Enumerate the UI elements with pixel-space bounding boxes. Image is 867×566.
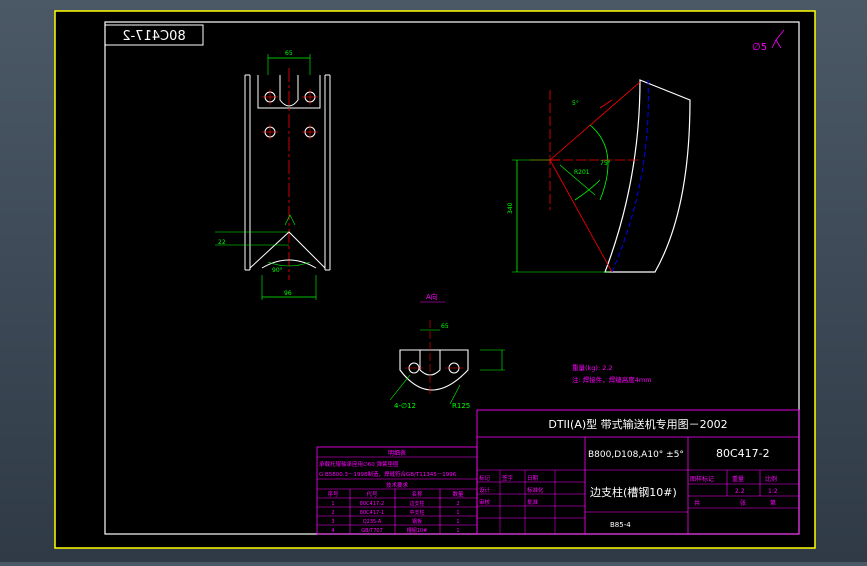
table-cell: 1 bbox=[456, 528, 459, 534]
mirrored-code: 80C417-2 bbox=[122, 29, 185, 44]
tb-sheet: 共 bbox=[694, 499, 700, 507]
table-cell: 1 bbox=[331, 501, 334, 507]
table-cell: 2 bbox=[331, 510, 334, 516]
table-cell: Q235-A bbox=[363, 519, 382, 525]
svg-text:340: 340 bbox=[507, 202, 514, 214]
view-label: A向 bbox=[426, 292, 438, 301]
table-cell: GB/T707 bbox=[361, 528, 383, 534]
side-view: 340 R201 75° 5° bbox=[507, 79, 691, 273]
table-rows: 1 80C417-2 边支柱 2 2 80C417-1 中支柱 1 3 Q235-A 钢板 1 4 GB/… bbox=[331, 500, 459, 534]
table-cell: 中支柱 bbox=[409, 509, 424, 516]
svg-text:96: 96 bbox=[284, 290, 292, 297]
table-cell: 槽钢10# bbox=[407, 527, 428, 534]
table-note-2: G B5800.3－1998制造，焊缝符合GB/T11345－1996 bbox=[319, 470, 457, 478]
svg-text:R201: R201 bbox=[574, 169, 590, 176]
table-cell: 3 bbox=[331, 519, 334, 525]
table-header: 序号 bbox=[327, 490, 339, 498]
svg-text:90°: 90° bbox=[272, 267, 283, 274]
dim-65: 65 bbox=[441, 323, 449, 330]
spec-text: B800,D108,A10° ±5° bbox=[588, 450, 684, 460]
tb-stage: 图样标记 bbox=[690, 475, 714, 483]
bottom-code: B85-4 bbox=[610, 521, 631, 529]
tb-scale-value: 1:2 bbox=[768, 488, 778, 495]
tb-mark: 标记 bbox=[479, 474, 491, 482]
table-cell: 1 bbox=[456, 510, 459, 516]
a-view: A向 65 4-∅12 R125 bbox=[389, 292, 505, 410]
tb-review: 审核 bbox=[479, 498, 491, 506]
tb-sign: 签字 bbox=[502, 474, 514, 482]
roughness-mark: ∅5 bbox=[752, 42, 767, 53]
note-weld: 注: 焊接件，焊缝高度4mm bbox=[572, 375, 652, 384]
svg-text:65: 65 bbox=[285, 50, 293, 57]
tb-date: 日期 bbox=[527, 475, 539, 482]
part-name: 边支柱(槽钢10#) bbox=[590, 485, 677, 499]
tb-design: 设计 bbox=[479, 486, 491, 494]
tb-weight-value: 2.2 bbox=[735, 488, 745, 495]
svg-text:5°: 5° bbox=[572, 100, 579, 107]
roughness-icon bbox=[771, 29, 785, 49]
table-header: 代号 bbox=[366, 490, 378, 498]
drawing-code: 80C417-2 bbox=[716, 447, 770, 460]
tb-sheet3: 第 bbox=[770, 499, 776, 507]
dim-holes: 4-∅12 bbox=[394, 402, 416, 410]
title-block: DTII(A)型 带式输送机专用图－2002 B800,D108,A10° ±5… bbox=[476, 409, 800, 535]
svg-text:22: 22 bbox=[218, 239, 226, 246]
tb-standard: 标准化 bbox=[527, 486, 544, 494]
svg-text:75°: 75° bbox=[600, 160, 611, 167]
code-box bbox=[104, 24, 204, 46]
dim-r125: R125 bbox=[452, 402, 470, 410]
table-cell: 80C417-2 bbox=[360, 501, 384, 507]
table-note-1: 承载托辊轴承座用∅60 弹簧垫圈 bbox=[319, 460, 399, 468]
table-sub: 技术要求 bbox=[386, 481, 409, 489]
table-cell: 4 bbox=[331, 528, 334, 534]
drawing-title: DTII(A)型 带式输送机专用图－2002 bbox=[548, 417, 727, 431]
table-cell: 2 bbox=[456, 501, 459, 507]
tb-weight-label: 重量 bbox=[732, 475, 744, 483]
table-title: 明细表 bbox=[388, 449, 406, 457]
parts-table: 明细表 承载托辊轴承座用∅60 弹簧垫圈 G B5800.3－1998制造，焊缝… bbox=[316, 446, 478, 535]
tb-scale-label: 比例 bbox=[765, 475, 777, 483]
table-cell: 边支柱 bbox=[409, 500, 424, 507]
table-header: 数量 bbox=[452, 490, 464, 498]
front-view: 65 22 96 bbox=[215, 50, 331, 300]
table-cell: 80C417-1 bbox=[360, 510, 384, 516]
tb-sheet2: 张 bbox=[740, 499, 746, 507]
table-cell: 钢板 bbox=[412, 518, 422, 525]
tb-approve: 批准 bbox=[527, 498, 539, 506]
drawing-sheet bbox=[54, 10, 816, 549]
table-header: 名称 bbox=[411, 490, 423, 498]
note-weight: 重量(kg): 2.2 bbox=[572, 364, 613, 372]
table-cell: 1 bbox=[456, 519, 459, 525]
